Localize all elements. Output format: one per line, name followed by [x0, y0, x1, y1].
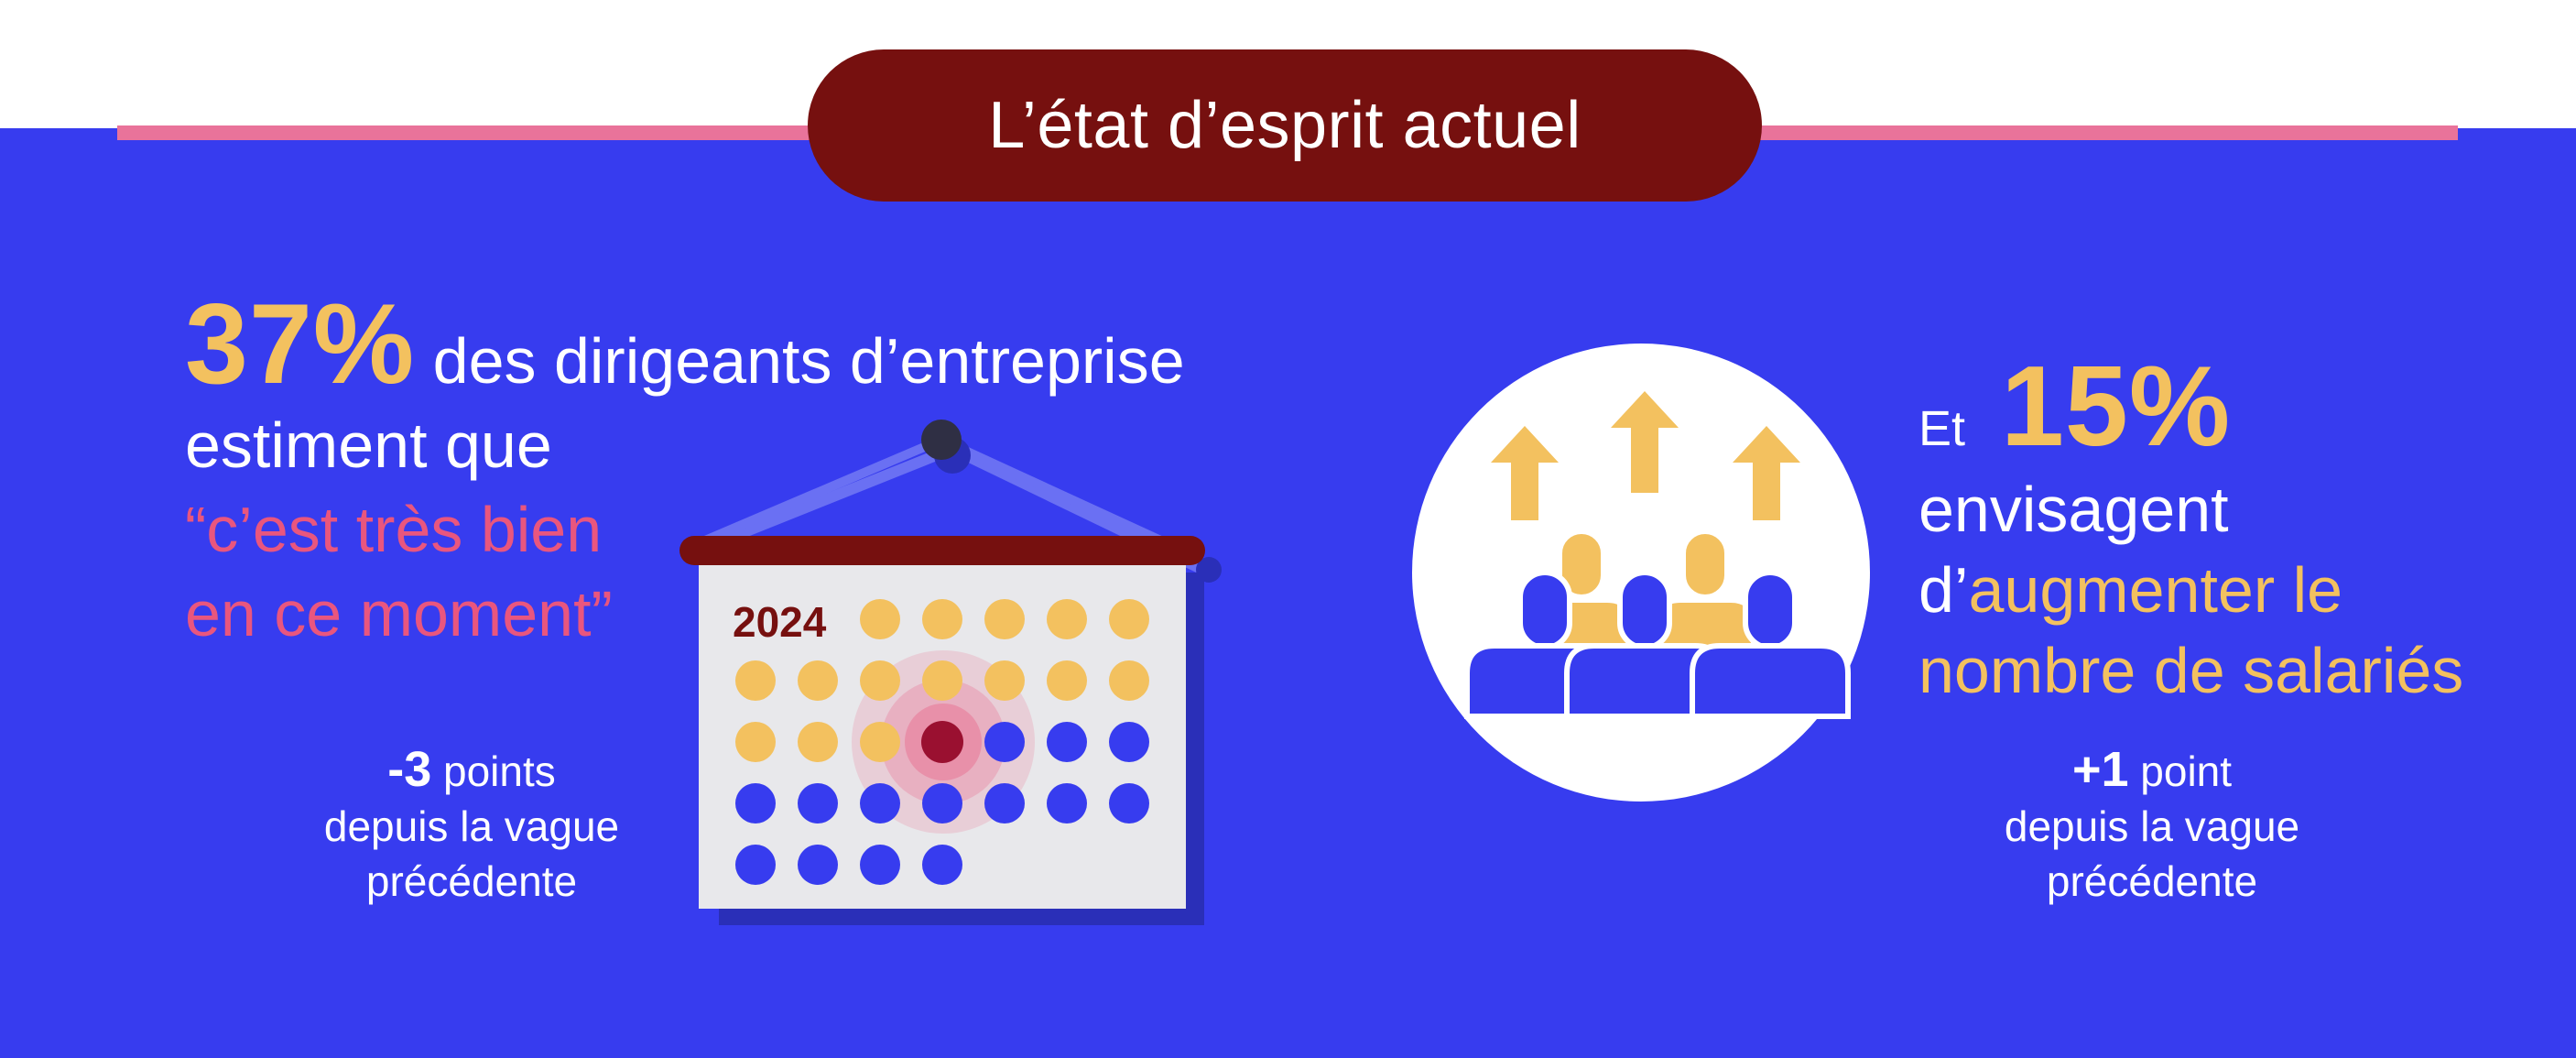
right-delta-unit: point — [2128, 747, 2233, 795]
calendar-dot — [984, 722, 1025, 762]
calendar-dot — [1109, 722, 1149, 762]
left-delta-value: -3 — [387, 742, 432, 797]
right-delta-value: +1 — [2071, 742, 2129, 797]
calendar-dot — [984, 599, 1025, 639]
calendar-dot — [922, 783, 962, 823]
right-stat-line-3-prefix: d’ — [1918, 554, 1969, 626]
left-delta-note: -3 points depuis la vague précédente — [284, 742, 659, 909]
page-title-text: L’état d’esprit actuel — [988, 89, 1581, 162]
calendar-dot — [860, 660, 900, 701]
right-delta-line-2: depuis la vague — [2004, 802, 2300, 850]
calendar-dot — [860, 722, 900, 762]
calendar-dot — [860, 845, 900, 885]
right-stat-line-2: envisagent — [1918, 474, 2229, 545]
calendar-dot — [1047, 660, 1087, 701]
right-stat-text: Et 15% envisagent d’augmenter le nombre … — [1918, 350, 2560, 711]
right-stat-value: 15% — [2000, 344, 2232, 470]
right-stat-line-3-highlight: augmenter le — [1968, 554, 2343, 626]
right-stat-prefix: Et — [1918, 401, 1966, 456]
left-stat-line-1-text: des dirigeants d’entreprise — [415, 325, 1185, 397]
calendar-dot — [984, 783, 1025, 823]
left-stat-value: 37% — [185, 281, 416, 408]
calendar-highlight-dot — [921, 721, 963, 763]
calendar-dot — [1109, 783, 1149, 823]
calendar-dot — [860, 783, 900, 823]
calendar-dot — [798, 660, 838, 701]
calendar-dot — [922, 660, 962, 701]
calendar-dot — [735, 845, 776, 885]
calendar-dot — [860, 599, 900, 639]
calendar-year: 2024 — [733, 598, 827, 646]
left-delta-line-1: -3 points — [284, 742, 659, 799]
calendar-dot — [735, 660, 776, 701]
calendar-dot — [798, 845, 838, 885]
calendar-dot — [798, 783, 838, 823]
left-stat-line-1: 37% des dirigeants d’entreprise — [185, 288, 1375, 403]
calendar-dot — [984, 660, 1025, 701]
calendar-dot — [1109, 660, 1149, 701]
left-delta-line-2: depuis la vague — [323, 802, 620, 850]
calendar-dot — [798, 722, 838, 762]
calendar-dot — [1047, 722, 1087, 762]
calendar-dot — [922, 845, 962, 885]
calendar-dot — [922, 599, 962, 639]
right-stat-line-4: nombre de salariés — [1918, 635, 2464, 706]
left-stat-quote-line-1: “c’est très bien — [185, 494, 603, 565]
right-stat-line-1: Et 15% — [1918, 350, 2560, 469]
page-title: L’état d’esprit actuel — [808, 49, 1762, 202]
left-stat-quote-line-2: en ce moment” — [185, 578, 613, 649]
left-delta-line-3: précédente — [365, 857, 578, 905]
calendar-dot — [735, 783, 776, 823]
calendar-dot — [1047, 599, 1087, 639]
background-panel — [0, 128, 2576, 1058]
calendar-dot — [1047, 783, 1087, 823]
right-delta-line-3: précédente — [2046, 857, 2258, 905]
calendar-dot — [735, 722, 776, 762]
left-delta-unit: points — [431, 747, 556, 795]
left-stat-text: 37% des dirigeants d’entreprise estiment… — [185, 288, 1375, 656]
calendar-dot — [1109, 599, 1149, 639]
right-delta-line-1: +1 point — [1951, 742, 2353, 799]
left-stat-line-2: estiment que — [185, 409, 552, 481]
right-delta-note: +1 point depuis la vague précédente — [1951, 742, 2353, 909]
right-stat-line-3: d’augmenter le — [1918, 550, 2560, 630]
